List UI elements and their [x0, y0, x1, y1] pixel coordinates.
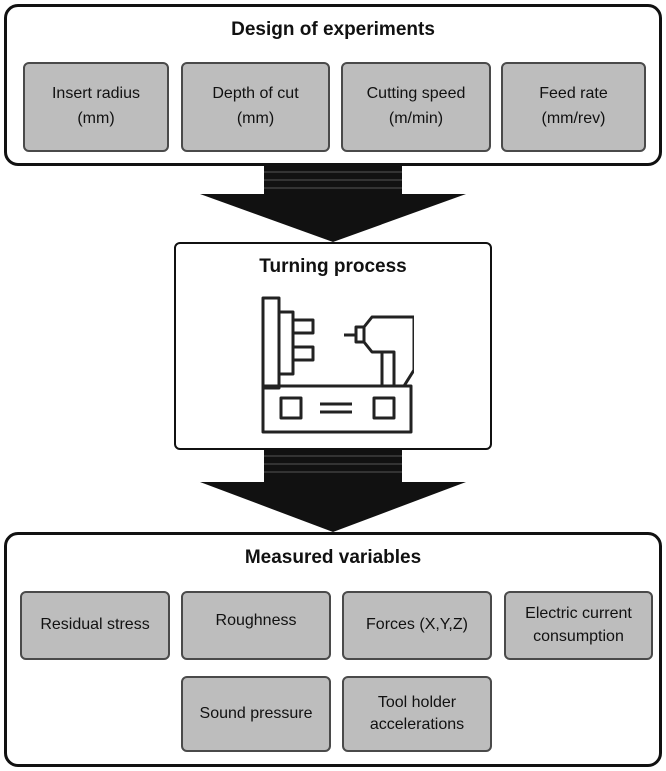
- design-of-experiments-title: Design of experiments: [231, 19, 435, 40]
- residual-stress-box: Residual stress: [20, 591, 170, 660]
- measured-variables-panel: Measured variables Residual stress Rough…: [4, 532, 662, 767]
- insert-radius-box: Insert radius(mm): [23, 62, 169, 152]
- turning-process-panel: Turning process: [174, 242, 492, 450]
- depth-of-cut-box: Depth of cut(mm): [181, 62, 330, 152]
- measured-variables-title: Measured variables: [244, 547, 422, 568]
- lathe-icon: [261, 296, 414, 434]
- sound-pressure-box: Sound pressure: [181, 676, 331, 752]
- down-arrow-top: [200, 164, 466, 242]
- roughness-box: Roughness: [181, 591, 331, 660]
- turning-process-title: Turning process: [259, 256, 407, 277]
- forces-box: Forces (X,Y,Z): [342, 591, 492, 660]
- feed-rate-box: Feed rate(mm/rev): [501, 62, 646, 152]
- design-of-experiments-panel: Design of experiments Insert radius(mm) …: [4, 4, 662, 166]
- down-arrow-bottom: [200, 448, 466, 532]
- cutting-speed-box: Cutting speed(m/min): [341, 62, 491, 152]
